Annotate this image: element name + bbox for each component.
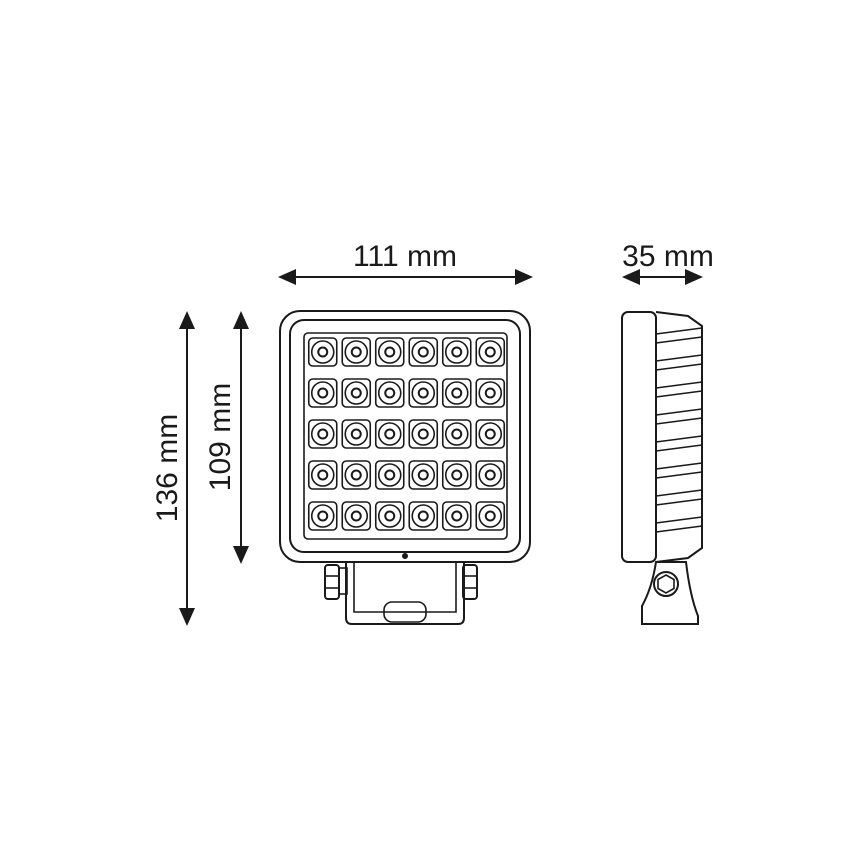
led-cell — [374, 501, 405, 531]
led-cell — [475, 378, 506, 408]
fin — [655, 462, 703, 479]
led-cell — [408, 419, 439, 449]
led-cell — [408, 337, 439, 367]
led-cell — [341, 378, 372, 408]
led-cell — [475, 419, 506, 449]
led-cell — [341, 460, 372, 490]
side-bolt-outer — [653, 571, 679, 597]
led-cell — [408, 501, 439, 531]
led-cell — [307, 501, 338, 531]
led-cell — [475, 501, 506, 531]
depth-dimension: 35 mm — [622, 240, 714, 285]
side-view — [621, 311, 703, 625]
housing-outer — [279, 310, 531, 563]
led-cell — [341, 337, 372, 367]
side-lens-face — [621, 311, 657, 563]
fin — [655, 435, 703, 452]
front-mount — [324, 562, 478, 625]
led-cell — [475, 460, 506, 490]
led-cell — [307, 419, 338, 449]
side-bolt-nut — [657, 574, 675, 594]
fin — [655, 381, 703, 398]
led-cell — [441, 419, 472, 449]
fin — [655, 489, 703, 506]
led-cell — [374, 460, 405, 490]
led-cell — [441, 337, 472, 367]
width-dimension: 111 mm — [278, 240, 533, 285]
overall-height-label: 136 mm — [151, 414, 184, 522]
led-cell — [374, 378, 405, 408]
led-cell — [441, 501, 472, 531]
led-cell — [307, 337, 338, 367]
heatsink-fins — [655, 327, 703, 533]
body-height-dimension: 109 mm — [204, 311, 249, 564]
right-bolt — [462, 564, 478, 600]
fin — [655, 408, 703, 425]
side-mount — [641, 561, 699, 625]
led-cell — [374, 419, 405, 449]
left-bolt — [324, 564, 340, 600]
body-height-label: 109 mm — [204, 383, 237, 491]
led-cell — [307, 460, 338, 490]
led-cell — [441, 378, 472, 408]
led-cell — [307, 378, 338, 408]
fin — [655, 354, 703, 371]
front-view — [279, 310, 531, 625]
led-grid — [307, 337, 506, 531]
fin — [655, 516, 703, 533]
led-cell — [341, 419, 372, 449]
overall-height-dimension: 136 mm — [151, 311, 195, 626]
bottom-notch — [402, 553, 408, 559]
led-cell — [408, 378, 439, 408]
fin — [655, 327, 703, 344]
led-cell — [408, 460, 439, 490]
led-cell — [475, 337, 506, 367]
led-cell — [341, 501, 372, 531]
led-cell — [374, 337, 405, 367]
width-label: 111 mm — [353, 240, 457, 273]
heatsink-outline — [655, 311, 703, 563]
lens-frame — [303, 332, 508, 540]
housing-inner — [289, 319, 521, 553]
depth-label: 35 mm — [622, 240, 714, 273]
led-cell — [441, 460, 472, 490]
